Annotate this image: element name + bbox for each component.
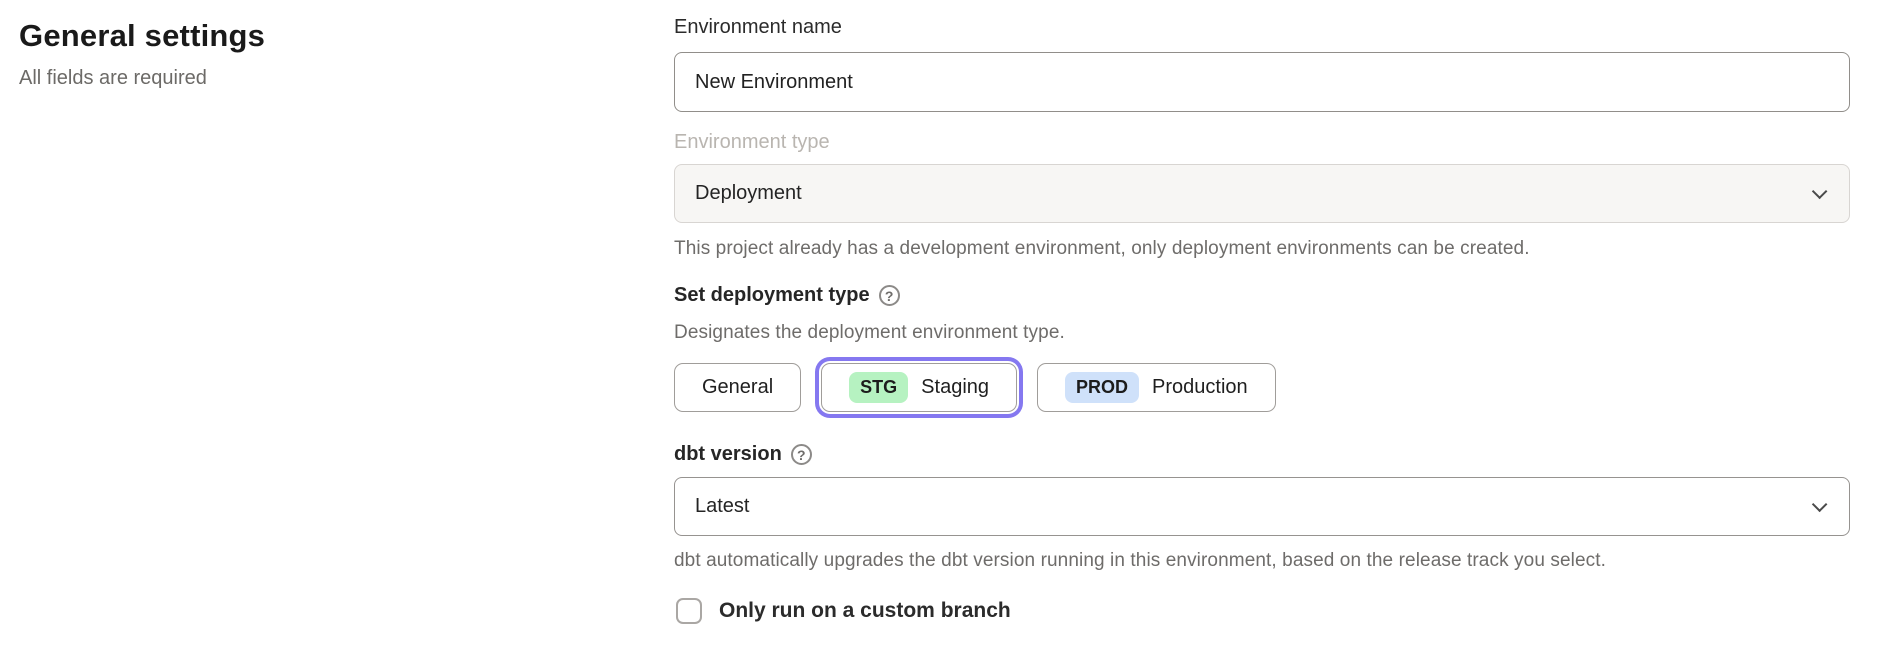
dbt-version-label: dbt version [674, 443, 782, 465]
environment-type-helper: This project already has a development e… [674, 238, 1530, 259]
environment-type-value: Deployment [695, 182, 802, 204]
staging-badge: STG [849, 372, 909, 403]
environment-type-select: Deployment [674, 164, 1850, 223]
dbt-version-helper: dbt automatically upgrades the dbt versi… [674, 550, 1606, 571]
deployment-type-general-button[interactable]: General [674, 363, 802, 412]
dbt-version-label-row: dbt version ? [674, 443, 812, 466]
deployment-type-production-button[interactable]: PROD Production [1037, 363, 1276, 412]
production-badge: PROD [1065, 372, 1140, 403]
custom-branch-checkbox[interactable] [676, 598, 702, 624]
deployment-type-description: Designates the deployment environment ty… [674, 322, 1065, 343]
environment-type-label: Environment type [674, 131, 830, 153]
deployment-type-staging-label: Staging [921, 376, 990, 398]
custom-branch-label[interactable]: Only run on a custom branch [719, 599, 1011, 622]
dbt-version-value: Latest [695, 495, 750, 517]
page-subtitle: All fields are required [19, 67, 207, 89]
help-icon[interactable]: ? [878, 285, 900, 306]
chevron-down-icon [1811, 183, 1828, 200]
deployment-type-staging-button[interactable]: STG Staging [821, 363, 1018, 412]
chevron-down-icon [1811, 496, 1828, 513]
dbt-version-select[interactable]: Latest [674, 477, 1850, 536]
deployment-type-options: General STG Staging PROD Production [674, 363, 1276, 412]
page-title: General settings [19, 18, 266, 53]
environment-name-input[interactable] [674, 52, 1850, 112]
deployment-type-production-label: Production [1152, 376, 1248, 398]
deployment-type-general-label: General [702, 376, 774, 398]
section-header: General settings All fields are required [19, 18, 265, 90]
help-icon[interactable]: ? [790, 444, 812, 465]
environment-name-label: Environment name [674, 16, 842, 38]
deployment-type-label: Set deployment type [674, 284, 870, 306]
custom-branch-row: Only run on a custom branch [676, 598, 1011, 624]
deployment-type-label-row: Set deployment type ? [674, 284, 900, 307]
